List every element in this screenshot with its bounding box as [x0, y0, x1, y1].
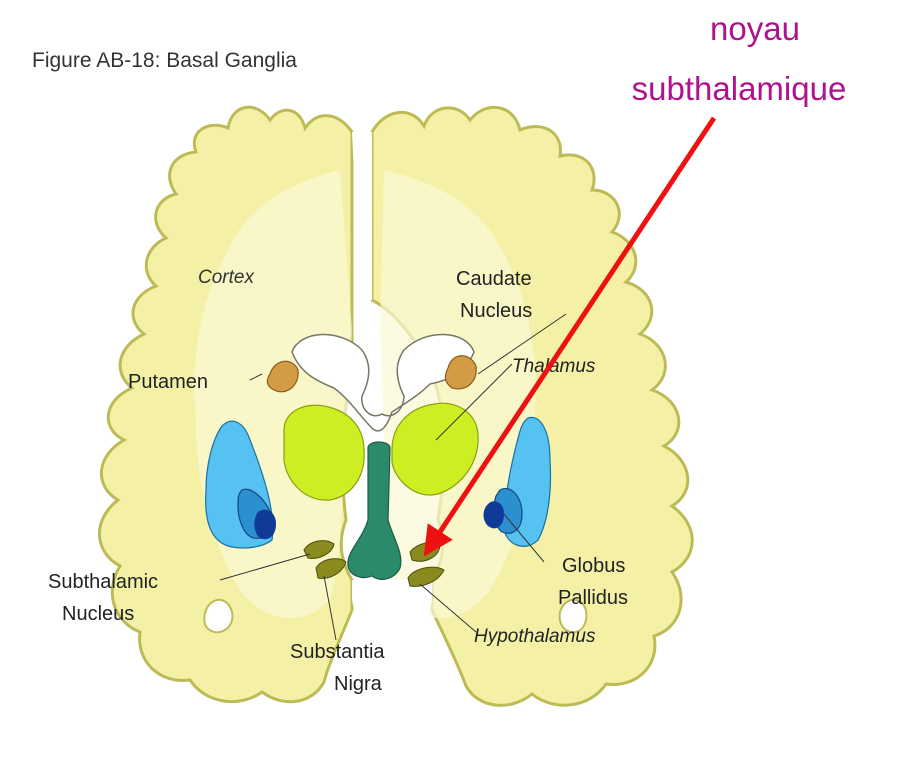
label-caudate-2: Nucleus	[460, 300, 532, 322]
globus-pallidus-inner-left	[254, 510, 276, 540]
label-substantia-2: Nigra	[334, 673, 383, 695]
label-putamen: Putamen	[128, 371, 208, 393]
annotation-line-1: noyau	[710, 10, 800, 47]
label-subthalamic-1: Subthalamic	[48, 571, 158, 593]
annotation-line-2: subthalamique	[632, 70, 847, 107]
label-hypothalamus: Hypothalamus	[474, 626, 596, 647]
label-caudate-1: Caudate	[456, 268, 532, 290]
sulcus-hole-left	[204, 600, 232, 632]
figure-title: Figure AB-18: Basal Ganglia	[32, 49, 297, 72]
longitudinal-fissure	[352, 132, 372, 300]
thalamus-left	[284, 405, 364, 500]
label-substantia-1: Substantia	[290, 641, 385, 663]
label-cortex: Cortex	[198, 267, 255, 288]
label-subthalamic-2: Nucleus	[62, 603, 134, 625]
label-globus-2: Pallidus	[558, 587, 628, 609]
label-globus-1: Globus	[562, 555, 625, 577]
